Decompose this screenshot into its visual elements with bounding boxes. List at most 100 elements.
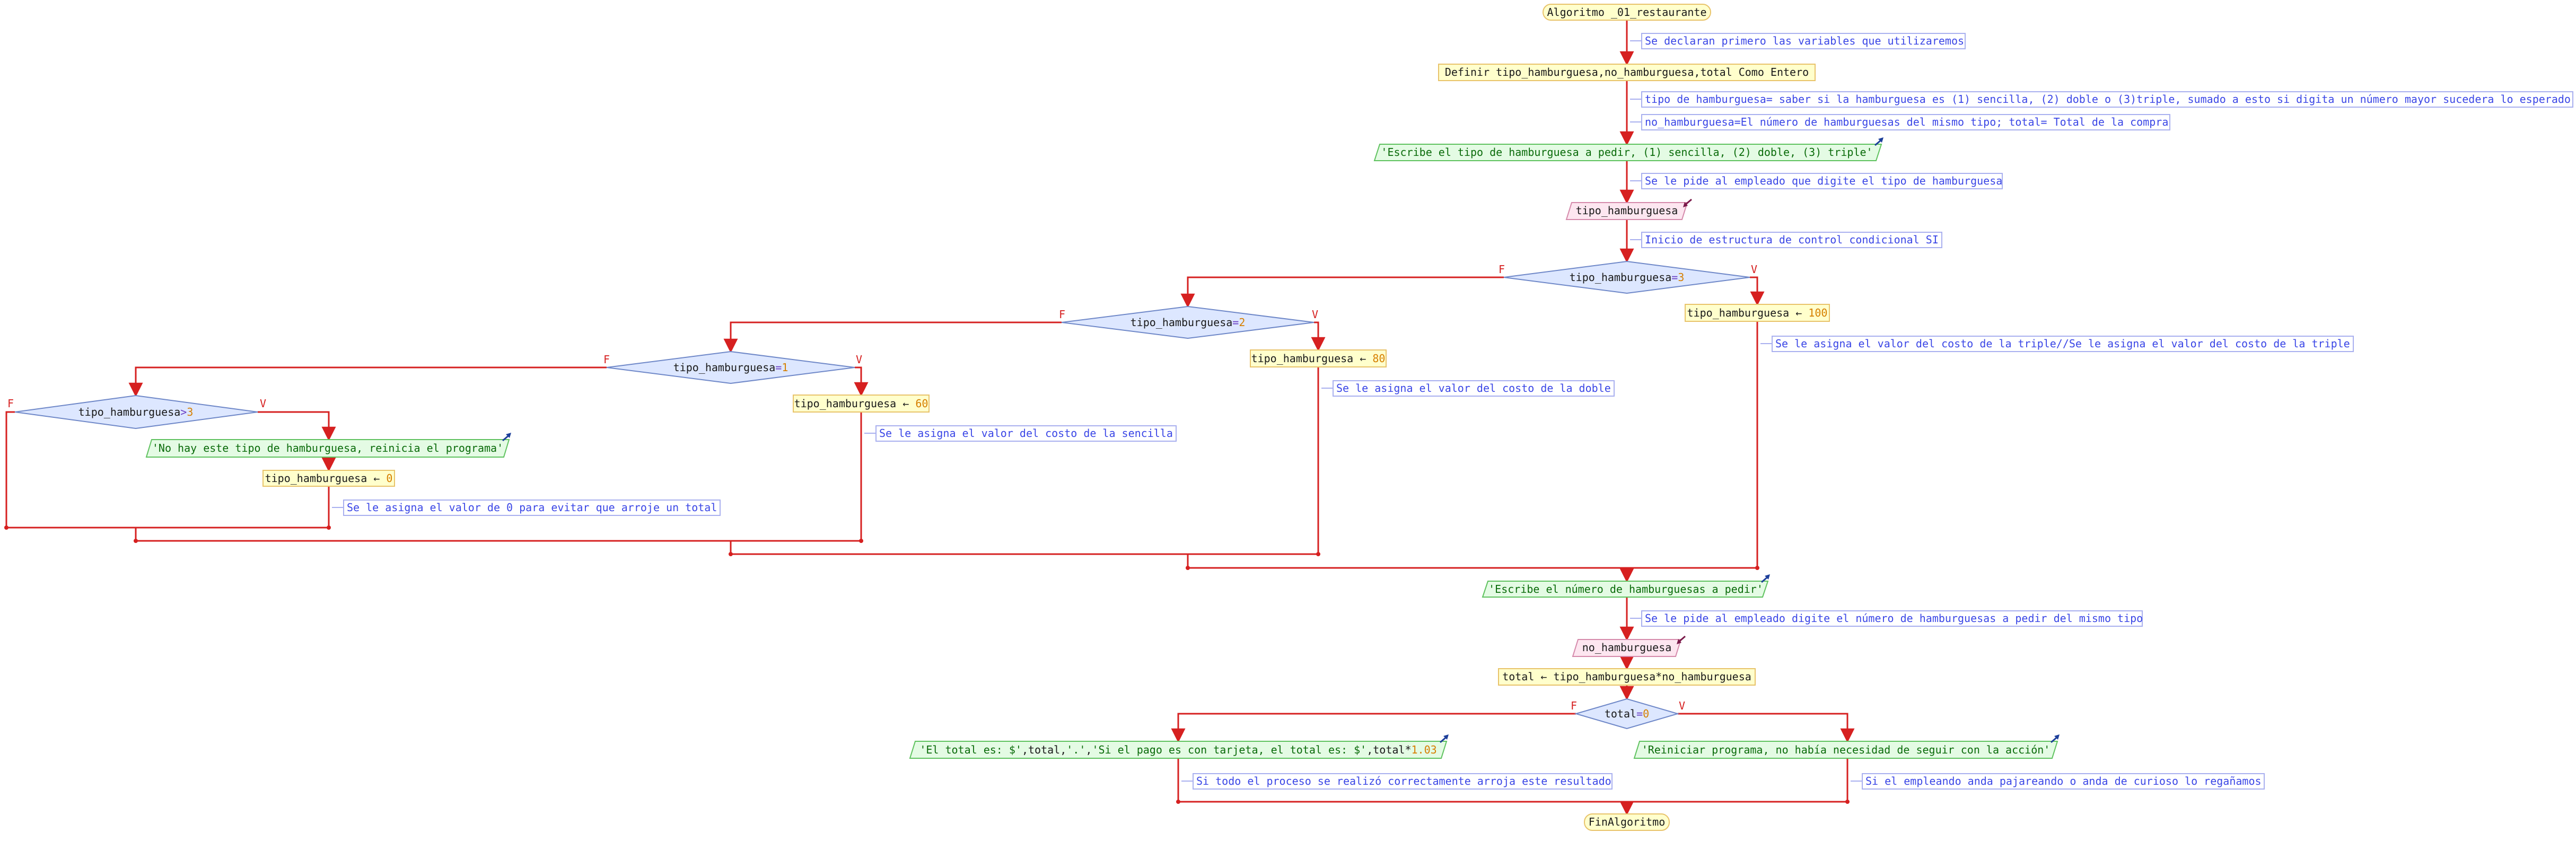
assign-label: tipo_hamburguesa ← 60 <box>794 397 928 410</box>
read-node-tipo: tipo_hamburguesa <box>1565 198 1692 220</box>
flow-dec0-false <box>5 411 15 528</box>
comment-c10: Se le pide al empleado digite el número … <box>1630 610 2143 627</box>
write-label-reiniciar: 'Reiniciar programa, no había necesidad … <box>1642 743 2051 756</box>
join-dot <box>327 525 331 530</box>
start-label: Algoritmo _01_restaurante <box>1547 6 1706 19</box>
comment-text: Se le asigna el valor del costo de la se… <box>879 427 1173 440</box>
join-dot <box>1316 552 1320 556</box>
end-node: FinAlgoritmo <box>1584 813 1670 831</box>
total-calc-node: total ← tipo_hamburguesa*no_hamburguesa <box>1498 668 1756 686</box>
comment-text: Se le pide al empleado que digite el tip… <box>1645 174 2002 187</box>
write-node-numero: 'Escribe el número de hamburguesas a ped… <box>1482 574 1770 598</box>
start-node: Algoritmo _01_restaurante <box>1543 4 1711 21</box>
branch-true-label: V <box>260 397 266 410</box>
input-arrow-icon <box>1677 635 1686 644</box>
join-dot <box>4 525 8 530</box>
branch-true-label: V <box>856 353 862 366</box>
branch-labels: F V F V F V F V F V <box>7 263 1757 712</box>
comments: Se declaran primero las variables que ut… <box>332 33 2573 790</box>
comment-c3: no_hamburguesa=El número de hamburguesas… <box>1630 114 2170 130</box>
join-dot <box>1176 800 1180 804</box>
define-node: Definir tipo_hamburguesa,no_hamburguesa,… <box>1438 64 1816 81</box>
flow-connectors <box>5 20 1855 816</box>
assign-node-100: tipo_hamburguesa ← 100 <box>1685 304 1830 322</box>
comment-c12: Si el empleando anda pajareando o anda d… <box>1851 773 2265 790</box>
flow-dec2-true <box>1311 321 1326 352</box>
assign-label: tipo_hamburguesa ← 0 <box>265 472 393 485</box>
join-dot <box>1755 566 1759 570</box>
read-label-numero: no_hamburguesa <box>1582 641 1672 654</box>
read-label-tipo: tipo_hamburguesa <box>1576 204 1678 217</box>
write-label-nohay: 'No hay este tipo de hamburguesa, reinic… <box>152 442 503 454</box>
decision-label: tipo_hamburguesa=1 <box>673 361 788 374</box>
comment-text: Se declaran primero las variables que ut… <box>1645 34 1964 47</box>
input-arrow-icon <box>1683 198 1692 207</box>
branch-true-label: V <box>1751 263 1757 276</box>
join-dot <box>859 539 863 543</box>
join-dot <box>729 552 733 556</box>
write-label-total: 'El total es: $',total,'.','Si el pago e… <box>919 743 1436 756</box>
write-label-tipo: 'Escribe el tipo de hamburguesa a pedir,… <box>1381 146 1872 159</box>
join-dot <box>134 539 138 543</box>
decision-node-tipo-eq-2: tipo_hamburguesa=2 <box>1061 305 1315 339</box>
output-arrow-icon <box>502 433 511 442</box>
flow-dec0-true <box>258 411 336 441</box>
assign-node-0: tipo_hamburguesa ← 0 <box>262 470 395 487</box>
decision-node-tipo-eq-1: tipo_hamburguesa=1 <box>606 350 855 384</box>
flow-dectotal-true <box>1678 713 1855 743</box>
branch-false-label: F <box>1059 308 1065 321</box>
join-dots <box>4 525 1850 804</box>
flow-dec2-false <box>723 321 1062 353</box>
comment-text: Se le asigna el valor del costo de la tr… <box>1775 337 2350 350</box>
branch-true-label: V <box>1312 308 1318 321</box>
comment-text: Se le pide al empleado digite el número … <box>1645 612 2143 625</box>
comment-text: Si todo el proceso se realizó correctame… <box>1196 775 1611 787</box>
branch-true-label: V <box>1679 699 1685 712</box>
decision-node-tipo-gt-3: tipo_hamburguesa>3 <box>14 395 258 430</box>
define-label: Definir tipo_hamburguesa,no_hamburguesa,… <box>1445 66 1809 78</box>
flow-dec1-true <box>854 366 869 397</box>
write-node-tipo: 'Escribe el tipo de hamburguesa a pedir,… <box>1373 137 1883 161</box>
flow-dec3-true <box>1750 276 1765 306</box>
assign-node-80: tipo_hamburguesa ← 80 <box>1250 349 1387 367</box>
decision-label: tipo_hamburguesa=3 <box>1570 271 1685 284</box>
comment-text: tipo de hamburguesa= saber si la hamburg… <box>1645 93 2571 106</box>
flow-dec1-false <box>128 366 607 397</box>
total-calc-label: total ← tipo_hamburguesa*no_hamburguesa <box>1502 670 1751 683</box>
branch-false-label: F <box>603 353 610 366</box>
decision-node-total-eq-0: total=0 <box>1574 698 1680 730</box>
decision-label: tipo_hamburguesa>3 <box>78 406 194 418</box>
flow-dec3-false <box>1180 276 1504 308</box>
comment-text: Se le asigna el valor de 0 para evitar q… <box>347 501 717 514</box>
comment-text: Inicio de estructura de control condicio… <box>1645 233 1939 246</box>
comment-text: Si el empleando anda pajareando o anda d… <box>1865 775 2262 787</box>
write-node-nohay: 'No hay este tipo de hamburguesa, reinic… <box>145 433 511 458</box>
comment-c8: Se le asigna el valor del costo de la se… <box>864 425 1177 442</box>
branch-false-label: F <box>1499 263 1505 276</box>
flow-dectotal-false <box>1171 713 1576 743</box>
output-arrow-icon <box>1761 574 1770 583</box>
comment-c6: Se le asigna el valor del costo de la tr… <box>1760 336 2354 352</box>
read-node-numero: no_hamburguesa <box>1572 635 1686 657</box>
comment-c9: Se le asigna el valor de 0 para evitar q… <box>332 500 721 516</box>
decision-label: total=0 <box>1605 707 1649 720</box>
comment-c5: Inicio de estructura de control condicio… <box>1630 232 1942 248</box>
write-node-total: 'El total es: $',total,'.','Si el pago e… <box>909 734 1449 759</box>
write-node-reiniciar: 'Reiniciar programa, no había necesidad … <box>1633 734 2060 759</box>
comment-c4: Se le pide al empleado que digite el tip… <box>1630 173 2003 189</box>
write-label-numero: 'Escribe el número de hamburguesas a ped… <box>1488 583 1763 595</box>
comment-c7: Se le asigna el valor del costo de la do… <box>1321 380 1615 397</box>
assign-label: tipo_hamburguesa ← 100 <box>1687 306 1828 319</box>
comment-c2: tipo de hamburguesa= saber si la hamburg… <box>1630 91 2573 108</box>
branch-false-label: F <box>1571 699 1577 712</box>
decision-label: tipo_hamburguesa=2 <box>1131 316 1246 329</box>
join-dot <box>1845 800 1850 804</box>
comment-text: Se le asigna el valor del costo de la do… <box>1336 382 1611 395</box>
output-arrow-icon <box>2051 734 2060 743</box>
comment-c1: Se declaran primero las variables que ut… <box>1630 33 1966 49</box>
assign-label: tipo_hamburguesa ← 80 <box>1251 352 1386 365</box>
output-arrow-icon <box>1874 137 1883 146</box>
decision-node-tipo-eq-3: tipo_hamburguesa=3 <box>1503 260 1750 294</box>
assign-node-60: tipo_hamburguesa ← 60 <box>793 395 930 413</box>
